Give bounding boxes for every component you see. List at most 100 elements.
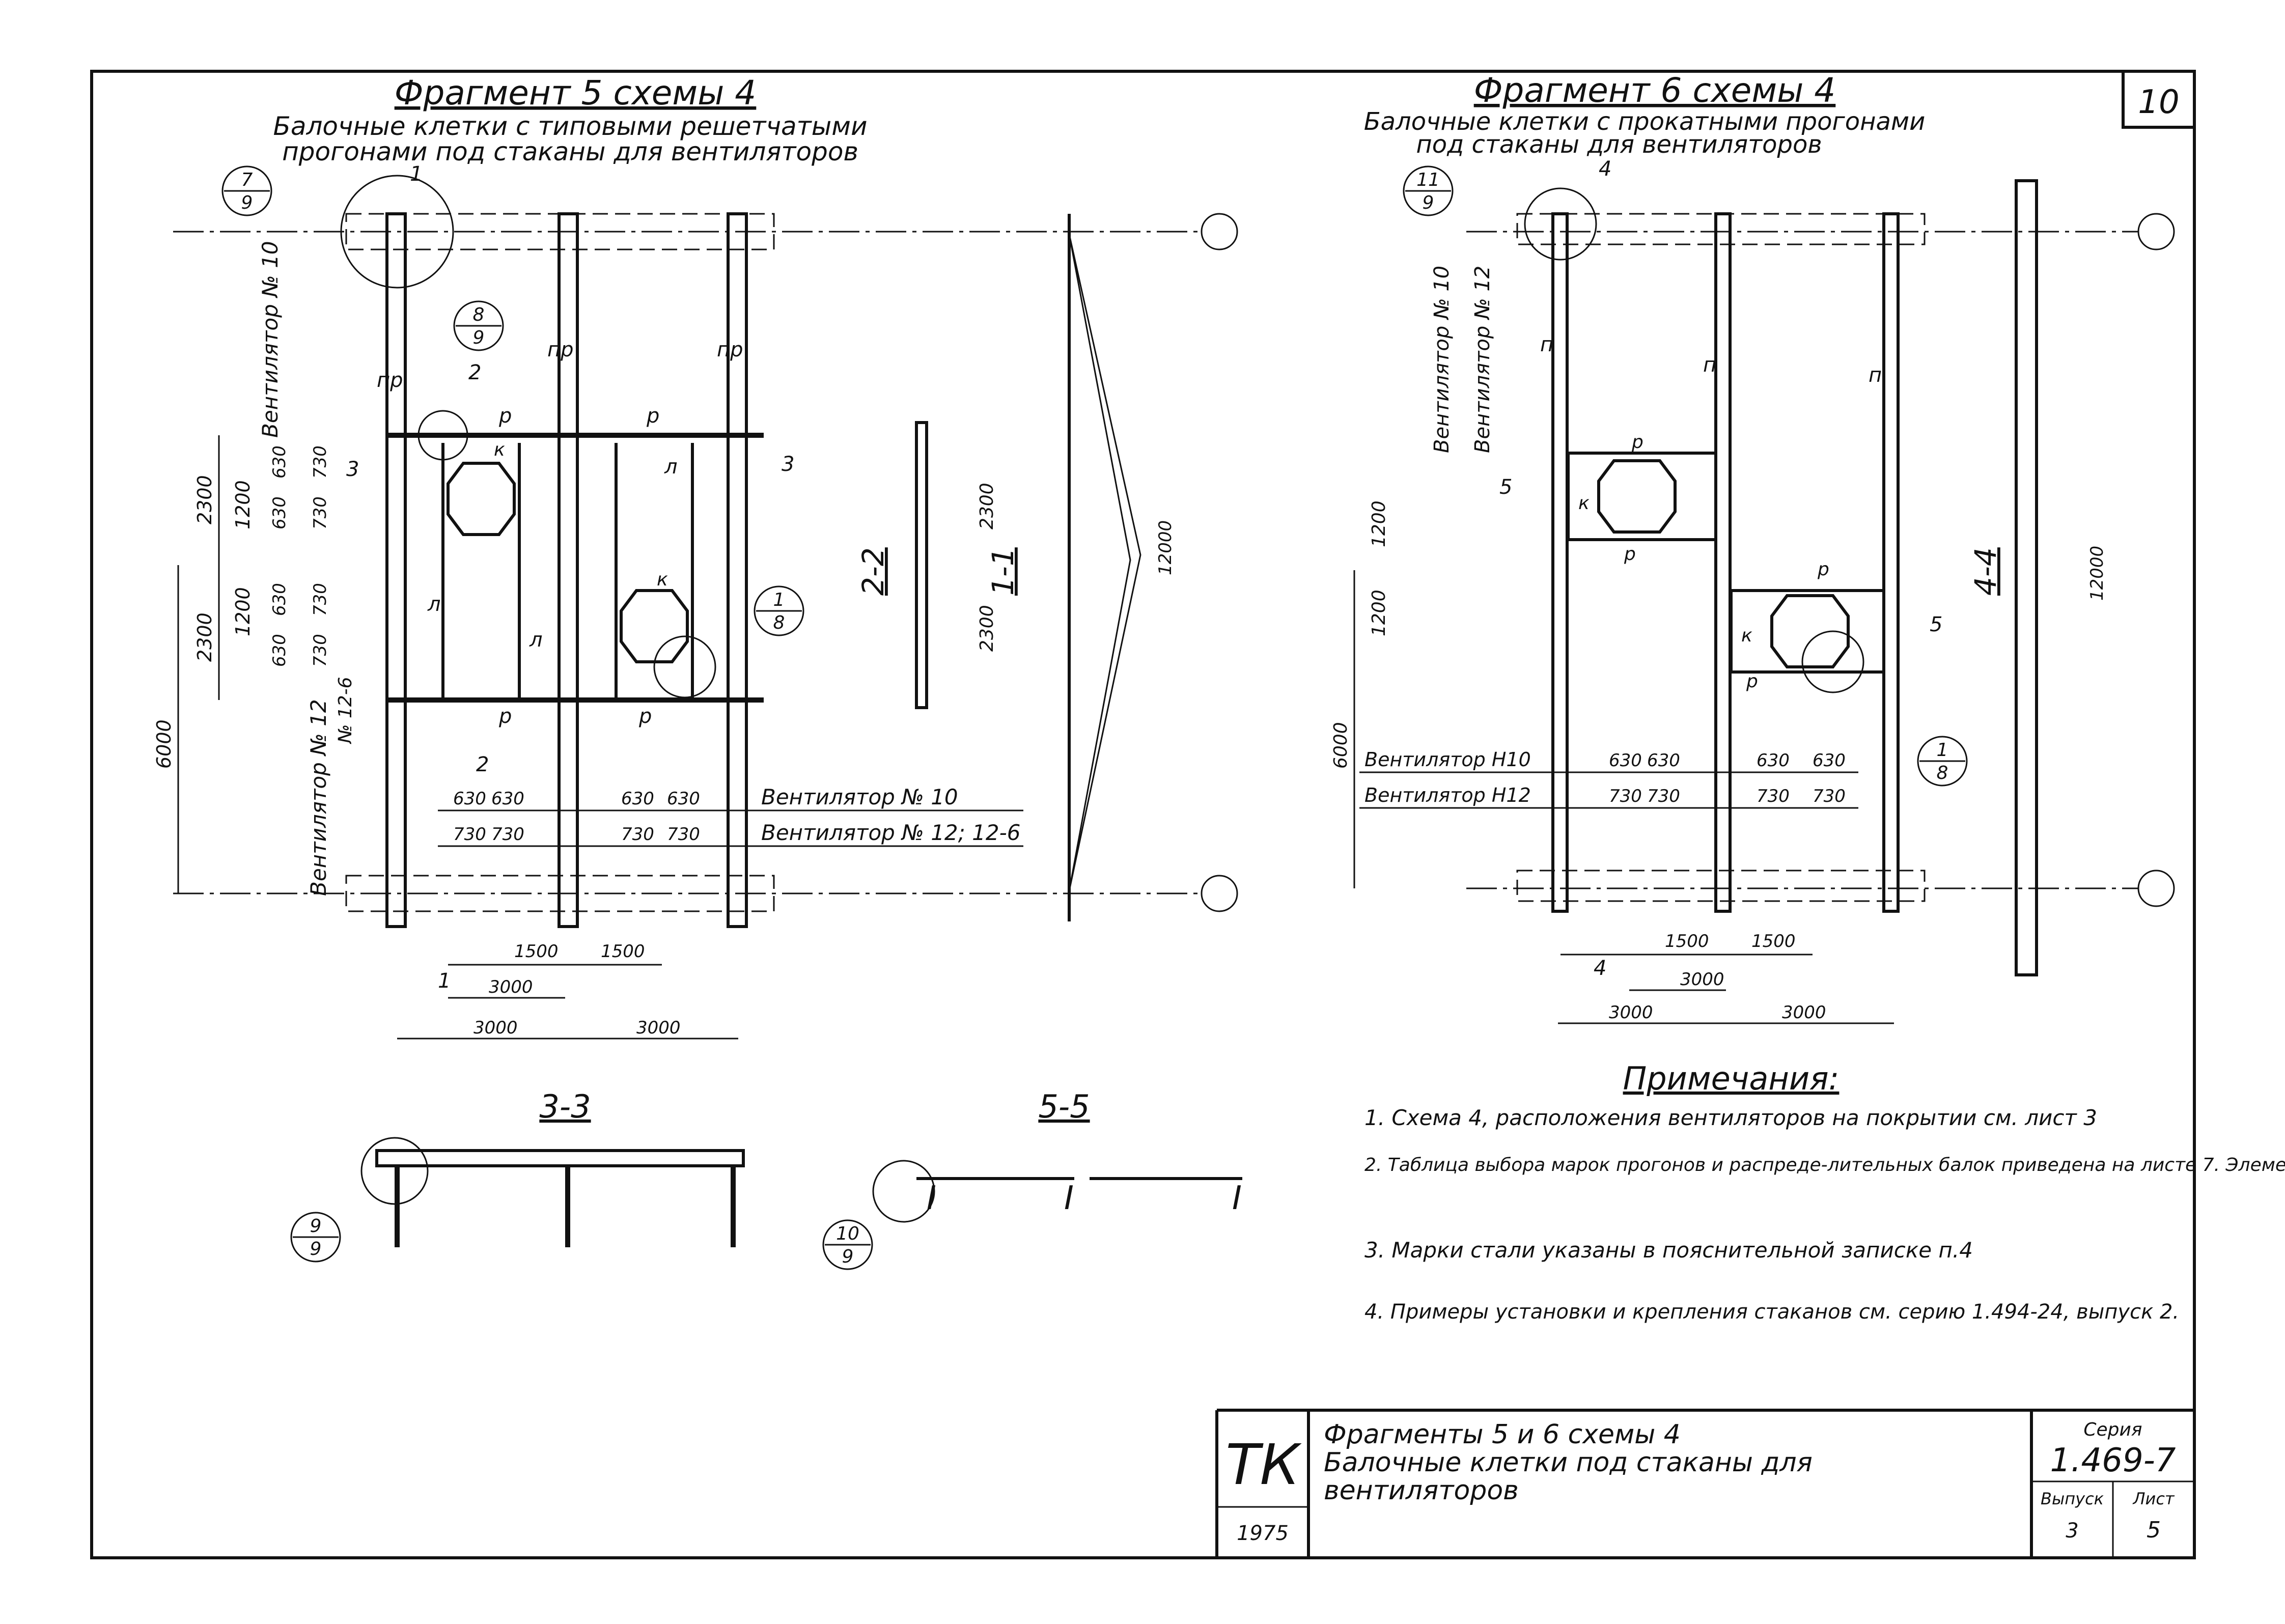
dim-r-b2-1: 730: [1609, 786, 1642, 806]
callout-9-9: 9 9: [290, 1137, 429, 1263]
truss-web: [1068, 234, 1141, 891]
beam-label-r-r2: р: [1624, 544, 1636, 565]
beam-label-p-2: п: [1703, 353, 1716, 377]
vent-label-bottom: Вентилятор № 12: [306, 699, 331, 896]
dim-b2-2: 730: [491, 824, 524, 845]
purlin-r2: [1714, 212, 1732, 913]
issue-value: 3: [2066, 1519, 2078, 1543]
dim-b2-1: 730: [453, 824, 486, 845]
notes: Примечания: 1. Схема 4, расположения вен…: [1364, 1060, 2285, 1324]
dim-h-r-3000-a: 3000: [1680, 969, 1724, 990]
svg-text:9: 9: [842, 1246, 854, 1267]
dim-h-1500-b: 1500: [601, 941, 645, 962]
sheet-number: 10: [2138, 83, 2179, 121]
left-fragment-subtitle-2: прогонами под стаканы для вентиляторов: [282, 137, 858, 166]
section-5-5-ibeam-3: I: [1232, 1180, 1242, 1217]
svg-text:10: 10: [836, 1223, 859, 1244]
vent-label-r1: Вентилятор № 10: [1430, 266, 1454, 453]
purlin-r3: [1882, 212, 1900, 913]
dim-r-b1-3: 630: [1757, 750, 1790, 771]
axis-marker-bottom: [1201, 875, 1238, 912]
cut-1-bottom: 1: [438, 969, 451, 993]
svg-text:9: 9: [473, 327, 485, 348]
left-fragment-subtitle-1: Балочные клетки с типовыми решетчатыми: [273, 111, 868, 141]
beam-label-l-2: л: [529, 628, 543, 652]
beam-label-k-2: к: [657, 569, 668, 590]
dim-h-1500-a: 1500: [514, 941, 559, 962]
dim-r-b1-4: 630: [1813, 750, 1846, 771]
section-1-1-label: 1-1: [986, 547, 1020, 596]
note-2: 2. Таблица выбора марок прогонов и распр…: [1364, 1155, 2285, 1175]
fan-frame-1: [1567, 452, 1717, 541]
dim-v-r-1200-b: 1200: [1369, 590, 1389, 636]
right-fragment-subtitle-2: под стаканы для вентиляторов: [1416, 130, 1822, 159]
fan-frame-2: [1730, 589, 1885, 674]
dim-b2-4: 730: [667, 824, 700, 845]
beam-label-pr-3: пр: [717, 338, 743, 361]
dim-12000-right: 12000: [2087, 546, 2107, 601]
vent-note-r2: Вентилятор Н12: [1364, 784, 1531, 806]
cut-4-top: 4: [1599, 157, 1611, 181]
series-label: Серия: [2083, 1419, 2142, 1440]
note-1: 1. Схема 4, расположения вентиляторов на…: [1364, 1105, 2097, 1130]
beam-label-l-3: л: [664, 455, 678, 479]
callout-11-9: 11 9: [1403, 165, 1597, 261]
dim-h-3000-a: 3000: [489, 977, 533, 997]
callout-10-9: 10 9: [822, 1160, 935, 1270]
title-block-line-1: Фрагменты 5 и 6 схемы 4: [1324, 1419, 1681, 1450]
title-block-year: 1975: [1237, 1522, 1289, 1545]
beam-label-r-r3: р: [1817, 559, 1829, 580]
cut-2-top: 2: [468, 361, 481, 384]
dim-v-630-b: 630: [269, 496, 290, 529]
cut-4-bottom: 4: [1594, 957, 1606, 980]
dim-h-r-1500-b: 1500: [1751, 931, 1796, 951]
right-fragment-title: Фрагмент 6 схемы 4: [1474, 71, 1836, 110]
dim-h-3000-c: 3000: [636, 1018, 681, 1038]
section-4-4-label: 4-4: [1968, 547, 2003, 596]
svg-text:9: 9: [310, 1239, 322, 1259]
section-3-3: 3-3 9 9: [290, 1088, 745, 1263]
dim-v-630-a: 630: [269, 445, 290, 479]
beam-label-pr-1: пр: [377, 369, 403, 392]
dim-r-b2-4: 730: [1813, 786, 1846, 806]
section-5-5-ibeam-1: I: [927, 1180, 936, 1217]
cut-1-top: 1: [410, 162, 423, 186]
cut-2-bottom: 2: [476, 753, 489, 776]
sheet-value: 5: [2147, 1517, 2161, 1543]
dim-12000: 12000: [1155, 520, 1176, 575]
svg-text:9: 9: [241, 192, 253, 213]
axis-marker-top-right: [2137, 213, 2175, 250]
section-3-3-beam: [375, 1149, 745, 1167]
title-block-logo: ТК: [1225, 1432, 1302, 1497]
purlin-3: [727, 212, 748, 928]
dim-b1-4: 630: [667, 789, 700, 809]
section-2-2-label: 2-2: [856, 547, 890, 596]
dim-h-r-3000-c: 3000: [1782, 1002, 1826, 1023]
dim-r-b2-3: 730: [1757, 786, 1790, 806]
middle-sections: 2-2 1-1 2300 2300 12000: [856, 214, 1176, 921]
svg-text:8: 8: [773, 612, 785, 633]
vent-note-1: Вентилятор № 10: [761, 785, 958, 809]
cut-5-right: 5: [1930, 613, 1942, 636]
issue-label: Выпуск: [2041, 1489, 2104, 1508]
title-block-line-3: вентиляторов: [1324, 1475, 1519, 1506]
fan-opening-1: [447, 462, 516, 536]
beam-label-k-1: к: [494, 439, 505, 460]
dim-v-630-d: 630: [269, 634, 290, 667]
svg-text:11: 11: [1416, 170, 1440, 190]
dim-v-730-b: 730: [310, 496, 330, 529]
section-3-3-label: 3-3: [539, 1088, 591, 1125]
title-block-line-2: Балочные клетки под стаканы для: [1324, 1447, 1813, 1478]
left-fragment-title: Фрагмент 5 схемы 4: [395, 73, 757, 113]
dim-h-3000-b: 3000: [473, 1018, 518, 1038]
svg-text:1: 1: [1937, 740, 1948, 761]
notes-heading: Примечания:: [1623, 1060, 1840, 1097]
purlin-2: [558, 212, 579, 928]
svg-text:8: 8: [1937, 763, 1948, 783]
cut-3-left: 3: [346, 458, 359, 481]
dim-b2-3: 730: [621, 824, 654, 845]
dim-v-r-1200-a: 1200: [1369, 500, 1389, 547]
svg-text:9: 9: [310, 1216, 322, 1237]
truss-web-2: [1068, 234, 1131, 891]
dim-h-r-1500-a: 1500: [1665, 931, 1709, 951]
